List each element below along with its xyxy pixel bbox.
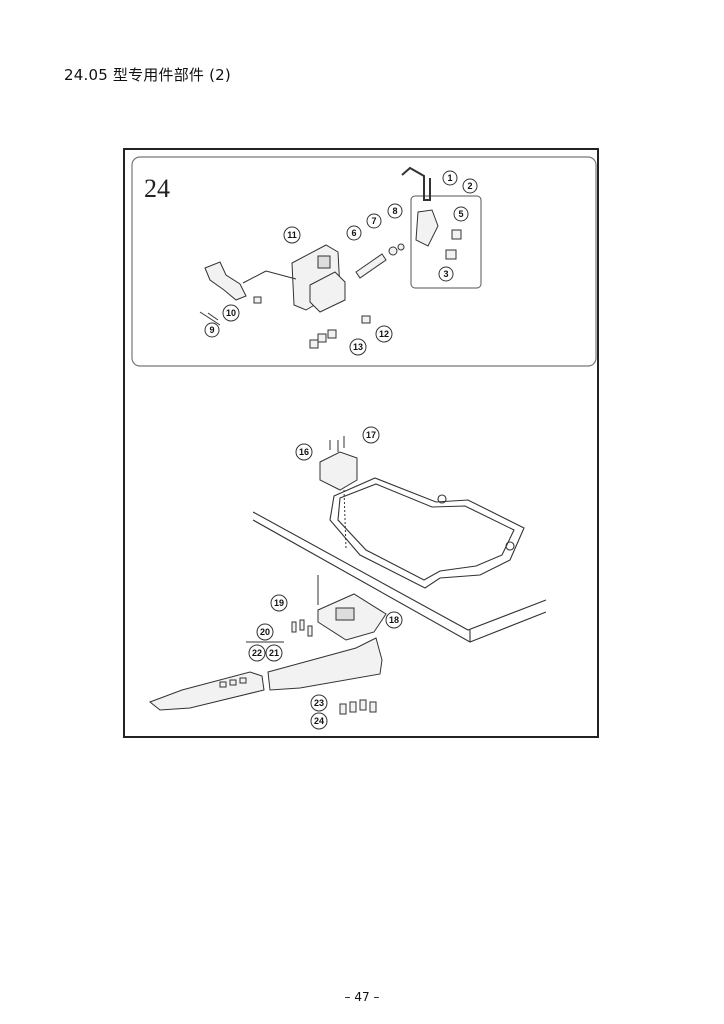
callout-8: 8 xyxy=(387,203,403,219)
svg-text:8: 8 xyxy=(392,206,397,216)
callout-22: 22 xyxy=(248,644,266,662)
callout-17: 17 xyxy=(362,426,380,444)
callout-7: 7 xyxy=(366,213,382,229)
callout-13: 13 xyxy=(349,338,367,356)
subassembly-box xyxy=(410,195,482,289)
parts-diagram-frame xyxy=(123,148,599,738)
svg-text:10: 10 xyxy=(226,308,236,318)
svg-text:1: 1 xyxy=(447,173,452,183)
svg-text:6: 6 xyxy=(351,228,356,238)
svg-text:3: 3 xyxy=(443,269,448,279)
callouts: 1 2 3 5 6 7 8 9 10 11 12 13 16 17 18 19 … xyxy=(204,170,478,730)
svg-text:23: 23 xyxy=(314,698,324,708)
callout-11: 11 xyxy=(283,226,301,244)
callout-6: 6 xyxy=(346,225,362,241)
lower-parts xyxy=(149,436,387,715)
svg-text:22: 22 xyxy=(252,648,262,658)
svg-text:11: 11 xyxy=(287,230,297,240)
svg-text:16: 16 xyxy=(299,447,309,457)
svg-text:9: 9 xyxy=(209,325,214,335)
callout-3: 3 xyxy=(438,266,454,282)
callout-5: 5 xyxy=(453,206,469,222)
svg-text:13: 13 xyxy=(353,342,363,352)
svg-text:12: 12 xyxy=(379,329,389,339)
svg-text:17: 17 xyxy=(366,430,376,440)
inset-label: 24 xyxy=(144,174,170,203)
svg-text:5: 5 xyxy=(458,209,463,219)
page-number: – 47 – xyxy=(344,990,380,1004)
callout-23: 23 xyxy=(310,694,328,712)
callout-24: 24 xyxy=(310,712,328,730)
callout-18: 18 xyxy=(385,611,403,629)
inset-box xyxy=(131,156,597,367)
svg-text:20: 20 xyxy=(260,627,270,637)
callout-10: 10 xyxy=(222,304,240,322)
callout-1: 1 xyxy=(442,170,458,186)
svg-text:21: 21 xyxy=(269,648,279,658)
callout-9: 9 xyxy=(204,322,220,338)
svg-text:24: 24 xyxy=(314,716,324,726)
callout-16: 16 xyxy=(295,443,313,461)
svg-text:18: 18 xyxy=(389,615,399,625)
callout-21: 21 xyxy=(265,644,283,662)
callout-12: 12 xyxy=(375,325,393,343)
svg-text:7: 7 xyxy=(371,216,376,226)
table-plate xyxy=(252,477,547,643)
page-title: 24.05 型专用件部件 (2) xyxy=(64,66,231,84)
callout-2: 2 xyxy=(462,178,478,194)
callout-20: 20 xyxy=(256,623,274,641)
svg-text:19: 19 xyxy=(274,598,284,608)
svg-text:2: 2 xyxy=(467,181,472,191)
inset-parts xyxy=(199,166,462,349)
callout-19: 19 xyxy=(270,594,288,612)
